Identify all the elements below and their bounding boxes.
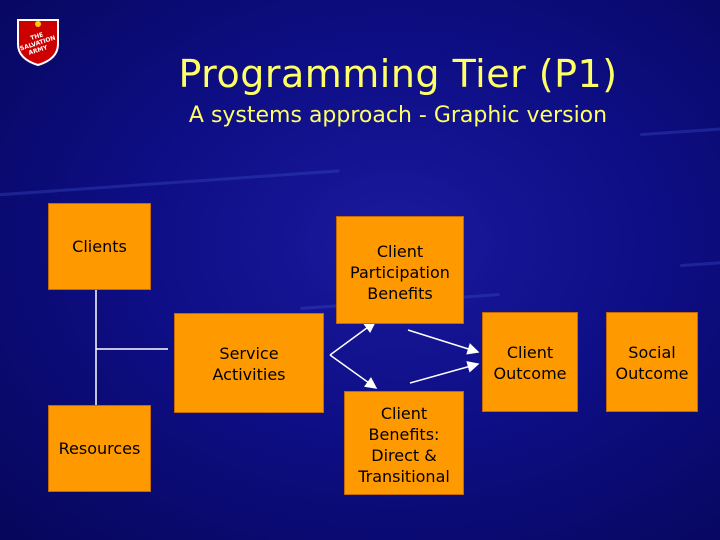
client-outcome-label: Client Outcome [493,343,567,383]
service-activities-label: Service Activities [212,344,286,384]
arrow-benefits-to-outcome [409,361,480,384]
arrow-service-to-benefits [329,354,378,389]
arrow-service-to-participation [329,321,377,356]
social-outcome-label: Social Outcome [615,343,689,383]
client-outcome-box: Client Outcome [482,312,578,412]
arrow-participation-to-outcome [407,329,480,355]
service-activities-box: Service Activities [174,313,324,413]
salvation-army-shield-icon: THE SALVATION ARMY [17,19,59,66]
client-participation-benefits-box: Client Participation Benefits [336,216,464,324]
slide-subtitle: A systems approach - Graphic version [188,103,608,128]
clients-label: Clients [72,237,127,256]
resources-label: Resources [58,439,141,458]
social-outcome-box: Social Outcome [606,312,698,412]
client-benefits-label: Client Benefits: Direct & Transitional [358,404,450,486]
slide-title: Programming Tier (P1) [178,52,618,96]
client-participation-benefits-label: Client Participation Benefits [350,242,450,303]
clients-box: Clients [48,203,151,290]
resources-box: Resources [48,405,151,492]
client-benefits-box: Client Benefits: Direct & Transitional [344,391,464,495]
svg-text:THE: THE [30,31,45,42]
